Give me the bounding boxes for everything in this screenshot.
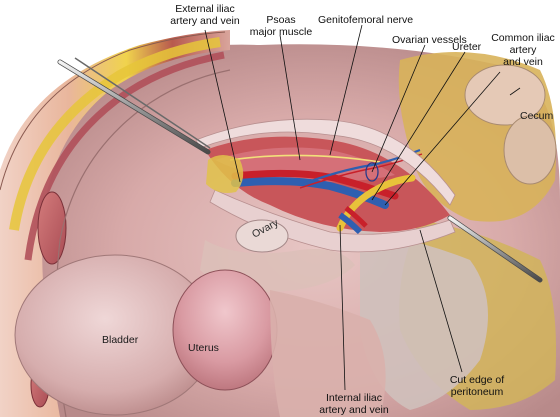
leader-cecum <box>509 87 521 96</box>
label-cut-edge: Cut edge of peritoneum <box>449 374 505 398</box>
cecum-bulge-1 <box>464 64 546 126</box>
leader-ovarian <box>371 44 426 173</box>
leader-ureter <box>371 51 466 201</box>
label-internal-iliac: Internal iliac artery and vein <box>319 392 389 416</box>
label-ureter: Ureter <box>452 41 482 53</box>
left-forceps <box>57 57 211 155</box>
label-common-iliac: Common iliac artery and vein <box>491 32 555 68</box>
leader-external-iliac <box>204 29 241 183</box>
cecum-bulge-2 <box>503 115 557 185</box>
internal-iliac-vessels <box>338 212 363 235</box>
fat-left-window <box>206 155 244 193</box>
wall-fat-layer <box>9 37 221 231</box>
uterus-drawing <box>172 269 278 391</box>
right-forceps <box>447 215 543 283</box>
label-external-iliac: External iliac artery and vein <box>170 3 240 27</box>
label-cecum: Cecum <box>520 110 554 122</box>
leader-genitofemoral <box>329 24 363 156</box>
vessel-loop <box>365 162 379 182</box>
wall-muscle-layer <box>24 51 225 261</box>
ovary-drawing <box>235 219 289 253</box>
label-psoas: Psoas major muscle <box>249 14 313 38</box>
leader-internal-iliac <box>339 224 346 391</box>
label-bladder: Bladder <box>102 334 139 346</box>
label-uterus: Uterus <box>188 342 219 354</box>
mesentery <box>360 230 488 410</box>
rectus-muscle-upper <box>37 191 67 265</box>
internal-iliac-artery <box>344 206 368 228</box>
ureter-drawing <box>336 174 416 232</box>
leader-common-iliac <box>384 71 501 206</box>
genitofemoral-nerve-drawing <box>229 154 381 163</box>
leader-lines <box>204 24 521 391</box>
leader-cut-edge <box>419 229 463 373</box>
leader-psoas <box>279 34 301 161</box>
label-ovarian-vessels: Ovarian vessels <box>392 34 467 46</box>
wall-skin-line <box>0 31 226 191</box>
pelvic-floor-tissue <box>270 290 386 417</box>
label-genitofemoral: Genitofemoral nerve <box>318 14 414 26</box>
